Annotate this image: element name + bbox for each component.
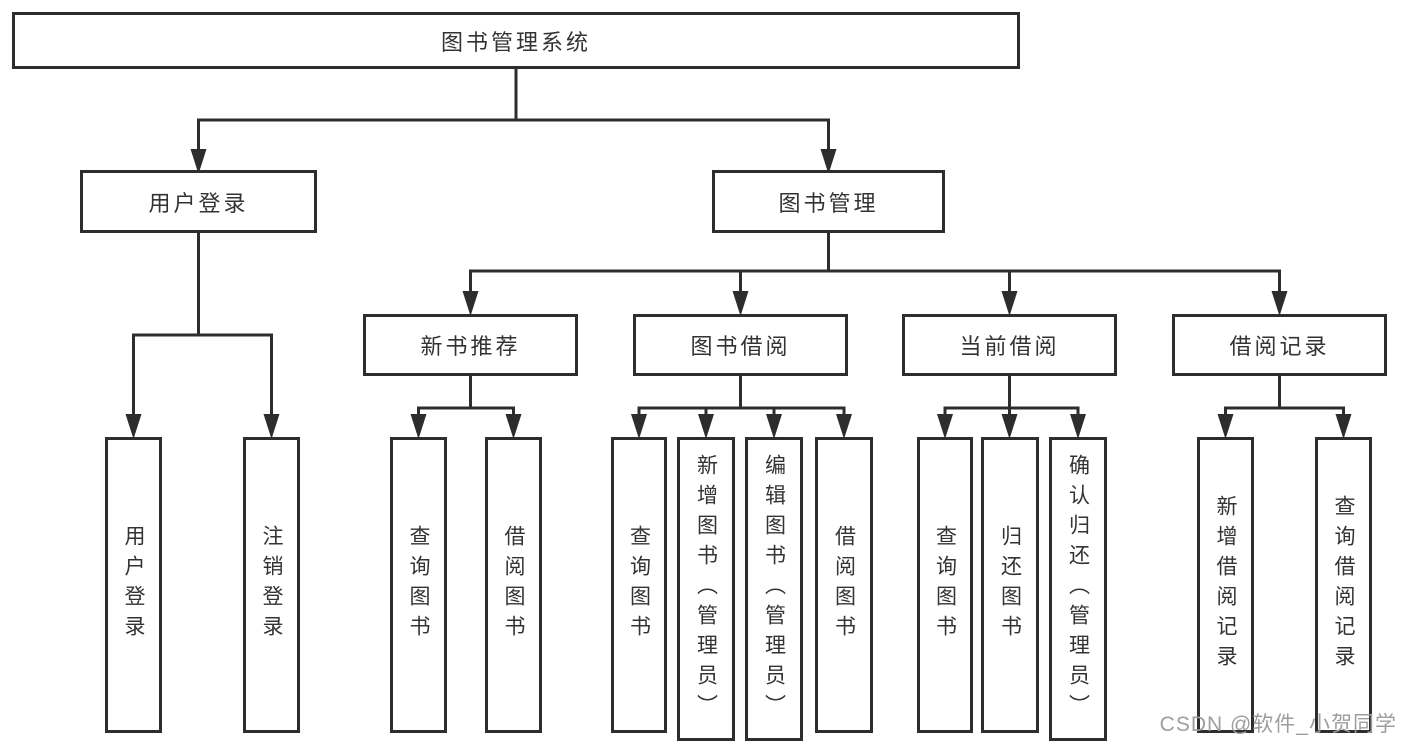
leaf-return-books: 归还图书 <box>981 437 1039 733</box>
leaf-label: 注销登录 <box>260 525 283 645</box>
leaf-user-login: 用户登录 <box>105 437 162 733</box>
leaf-borrow-books-recommend: 借阅图书 <box>485 437 542 733</box>
leaf-add-book-admin: 新增图书（管理员） <box>677 437 735 741</box>
leaf-label: 查询图书 <box>407 525 430 645</box>
leaf-label: 归还图书 <box>998 525 1022 645</box>
leaf-label: 编辑图书（管理员） <box>762 454 786 724</box>
leaf-label: 查询图书 <box>933 525 957 645</box>
leaf-logout-login: 注销登录 <box>243 437 300 733</box>
node-book-borrow: 图书借阅 <box>633 314 848 376</box>
leaf-label: 借阅图书 <box>502 525 525 645</box>
leaf-label: 查询借阅记录 <box>1332 495 1355 675</box>
node-current-borrow: 当前借阅 <box>902 314 1117 376</box>
node-user-login: 用户登录 <box>80 170 317 233</box>
leaf-label: 新增借阅记录 <box>1214 495 1237 675</box>
leaf-query-books-borrow: 查询图书 <box>611 437 667 733</box>
leaf-add-borrow-record: 新增借阅记录 <box>1197 437 1254 733</box>
leaf-query-borrow-record: 查询借阅记录 <box>1315 437 1372 733</box>
leaf-borrow-books: 借阅图书 <box>815 437 873 733</box>
leaf-edit-book-admin: 编辑图书（管理员） <box>745 437 803 741</box>
node-library-management-system: 图书管理系统 <box>12 12 1020 69</box>
leaf-label: 查询图书 <box>627 525 651 645</box>
leaf-query-books-recommend: 查询图书 <box>390 437 447 733</box>
leaf-label: 借阅图书 <box>832 525 856 645</box>
leaf-confirm-return-admin: 确认归还（管理员） <box>1049 437 1107 741</box>
csdn-watermark: CSDN @软件_小贺同学 <box>1159 713 1397 736</box>
node-book-management: 图书管理 <box>712 170 945 233</box>
leaf-label: 用户登录 <box>122 525 145 645</box>
leaf-label: 新增图书（管理员） <box>694 454 718 724</box>
node-borrow-records: 借阅记录 <box>1172 314 1387 376</box>
leaf-label: 确认归还（管理员） <box>1066 454 1090 724</box>
node-new-book-recommend: 新书推荐 <box>363 314 578 376</box>
leaf-query-books-current: 查询图书 <box>917 437 973 733</box>
